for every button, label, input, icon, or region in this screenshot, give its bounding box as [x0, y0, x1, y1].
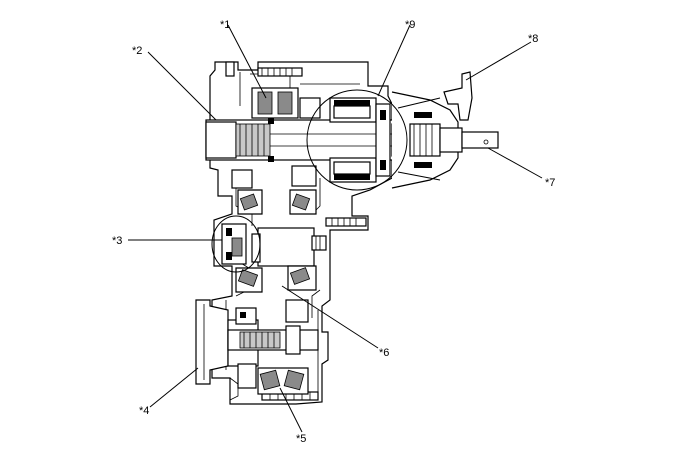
housing-studs	[225, 61, 367, 401]
detail-circle-9	[306, 89, 408, 191]
callout-label-9: *9	[405, 19, 415, 31]
front-output-shaft	[227, 299, 319, 355]
mounting-bracket	[443, 71, 473, 121]
callout-label-8: *8	[528, 33, 538, 45]
detail-circles	[211, 89, 441, 273]
drive-gear-upper	[251, 87, 321, 119]
callout-labels: *1 *2 *3 *4 *5 *6 *7 *8 *9	[112, 19, 555, 445]
callout-label-5: *5	[296, 433, 306, 445]
callout-label-4: *4	[139, 405, 149, 417]
driven-sprocket-bearings	[229, 363, 309, 401]
intermediate-shaft-gear	[251, 227, 327, 267]
intermediate-bearings-upper	[231, 165, 317, 215]
callout-label-6: *6	[379, 347, 389, 359]
snap-ring-detail	[221, 223, 247, 265]
callout-label-3: *3	[112, 235, 122, 247]
detail-circle-3	[211, 215, 261, 273]
intermediate-bearings-lower	[235, 265, 317, 293]
callout-label-7: *7	[545, 177, 555, 189]
callout-label-1: *1	[220, 19, 230, 31]
callout-label-2: *2	[132, 45, 142, 57]
leader-lines	[128, 24, 543, 433]
output-flange	[391, 91, 499, 189]
